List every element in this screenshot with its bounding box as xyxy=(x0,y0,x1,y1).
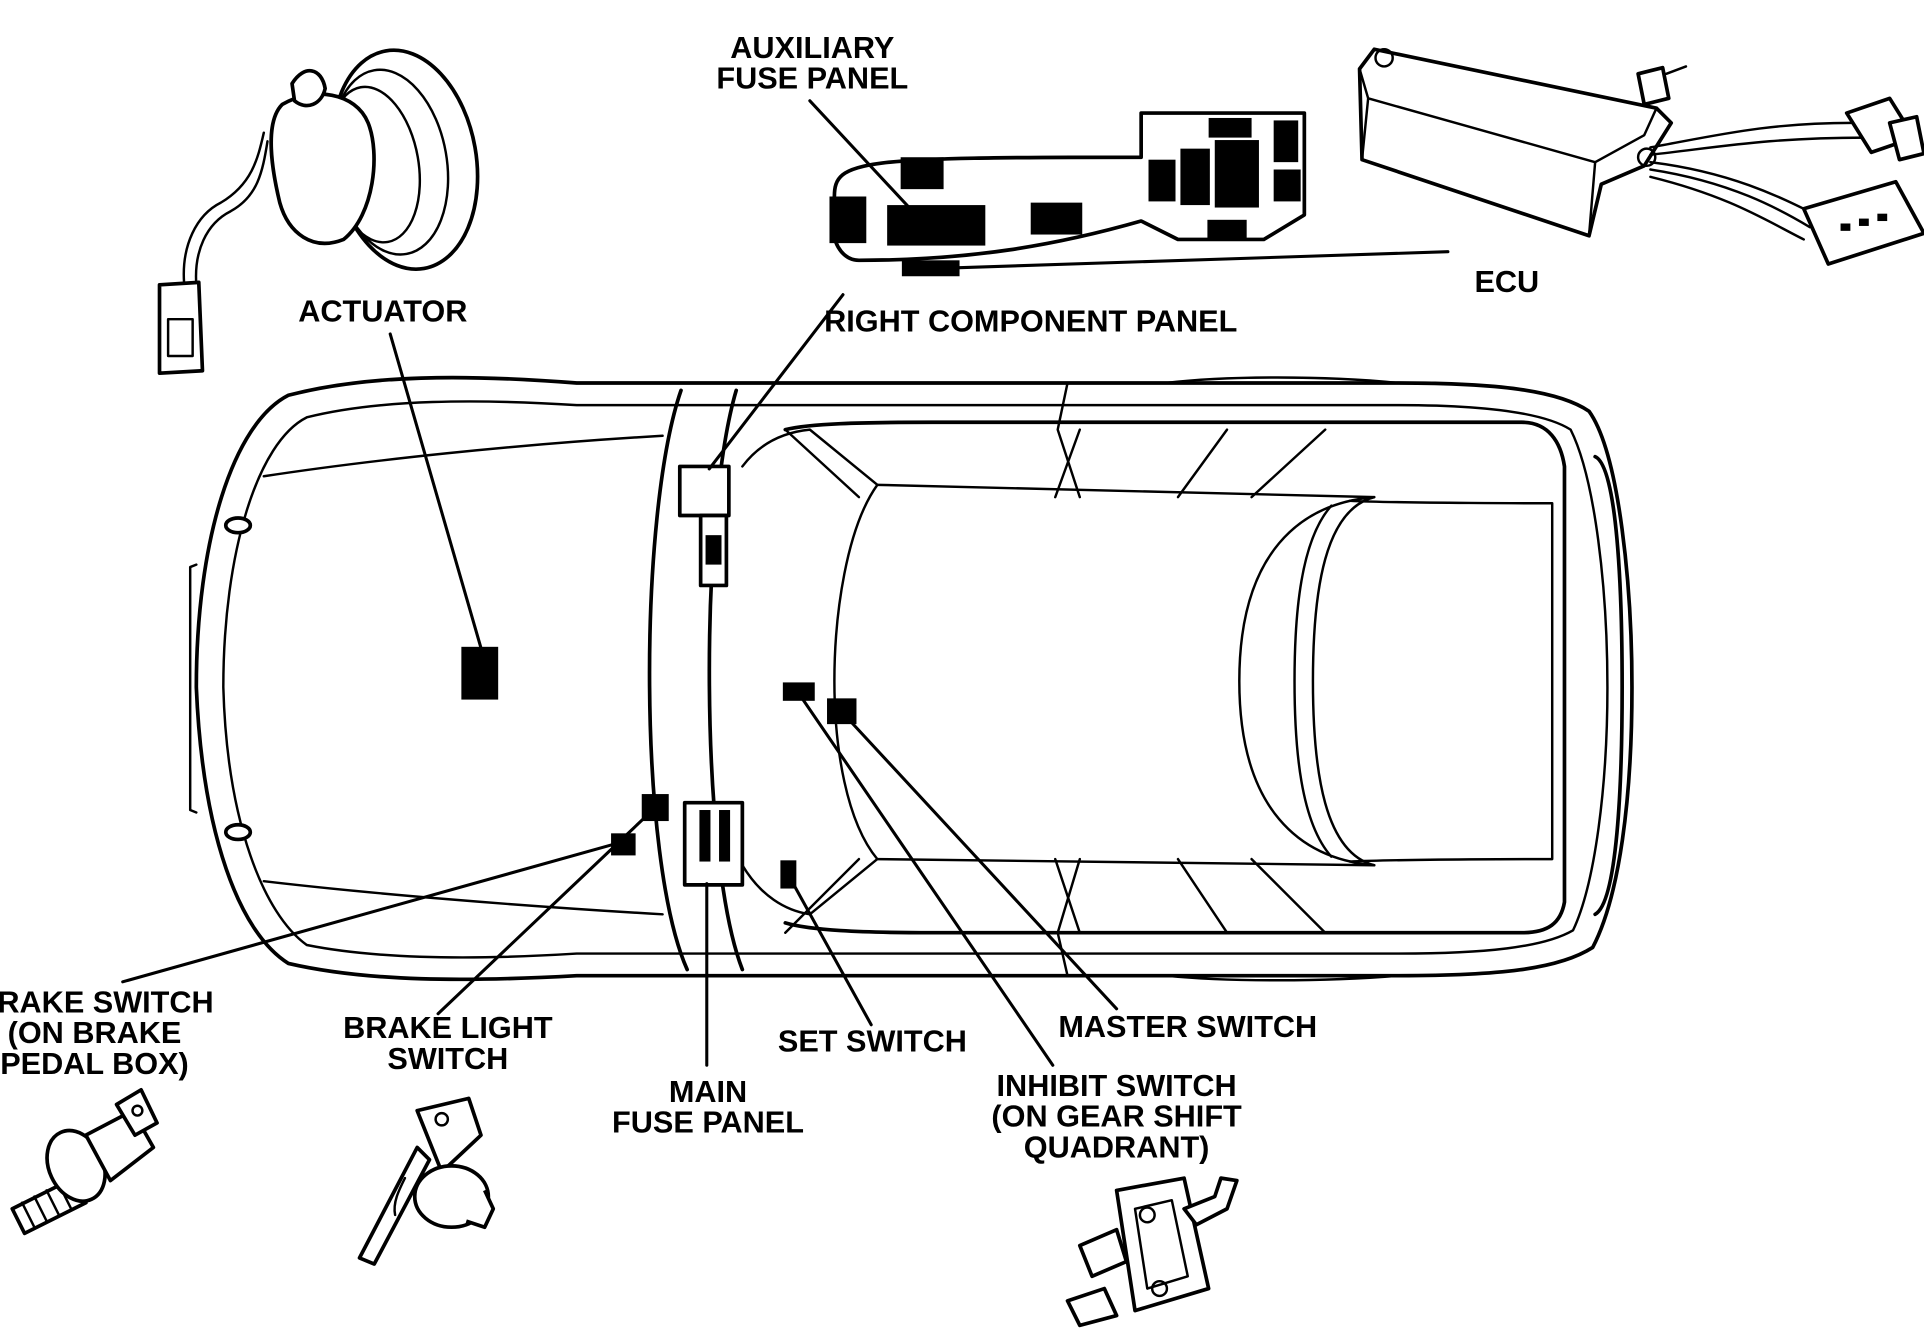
label-main-fuse-panel-line1: MAIN xyxy=(669,1075,747,1109)
component-labels: AUXILIARY FUSE PANEL ACTUATOR ECU RIGHT … xyxy=(0,31,1539,1164)
inhibit-switch-drawing xyxy=(1065,1176,1239,1328)
brake-switch-marker xyxy=(611,833,636,856)
main-fuse-block-1 xyxy=(699,810,711,862)
leader-lines xyxy=(121,99,1450,1067)
label-set-switch: SET SWITCH xyxy=(778,1025,967,1059)
label-master-switch: MASTER SWITCH xyxy=(1058,1010,1317,1044)
leader-actuator xyxy=(388,332,483,650)
label-ecu: ECU xyxy=(1474,265,1539,299)
leader-auxiliary-fuse-panel xyxy=(808,99,910,208)
label-auxiliary-fuse-panel-line2: FUSE PANEL xyxy=(716,62,908,96)
label-actuator: ACTUATOR xyxy=(298,295,467,329)
right-component-panel-marker xyxy=(677,464,731,518)
label-auxiliary-fuse-panel-line1: AUXILIARY xyxy=(730,31,894,65)
label-brake-switch-line3: PEDAL BOX) xyxy=(0,1047,189,1081)
actuator-connector xyxy=(157,280,205,376)
leader-master-switch xyxy=(840,710,1119,1011)
label-brake-light-switch-line1: BRAKE LIGHT xyxy=(343,1011,553,1045)
label-brake-switch-line2: (ON BRAKE xyxy=(8,1016,182,1050)
inhibit-switch-marker xyxy=(782,682,815,701)
leader-ecu xyxy=(958,250,1450,270)
car-body-outline xyxy=(188,375,1634,982)
right-component-panel-box xyxy=(698,513,729,588)
leader-right-component-panel xyxy=(707,293,845,471)
actuator-drawing xyxy=(157,48,480,376)
label-inhibit-switch-line3: QUADRANT) xyxy=(1024,1130,1210,1164)
auxiliary-fuse-panel-drawing xyxy=(829,111,1307,277)
label-inhibit-switch-line1: INHIBIT SWITCH xyxy=(997,1069,1237,1103)
component-markers xyxy=(461,464,857,889)
ecu-drawing xyxy=(1357,47,1924,266)
brake-light-switch-drawing xyxy=(357,1096,496,1266)
right-mirror xyxy=(223,822,253,842)
right-component-panel-block xyxy=(705,535,722,565)
left-mirror xyxy=(223,516,253,535)
leader-brake-switch xyxy=(121,840,624,984)
leader-brake-light-switch xyxy=(436,806,657,1016)
actuator-marker xyxy=(461,646,499,700)
ecu-connector-tab xyxy=(1636,65,1671,107)
label-right-component-panel: RIGHT COMPONENT PANEL xyxy=(824,304,1237,338)
label-brake-switch-line1: BRAKE SWITCH xyxy=(0,985,214,1019)
label-inhibit-switch-line2: (ON GEAR SHIFT xyxy=(991,1100,1242,1134)
label-brake-light-switch-line2: SWITCH xyxy=(387,1042,508,1076)
label-main-fuse-panel-line2: FUSE PANEL xyxy=(612,1106,804,1140)
main-fuse-block-2 xyxy=(719,810,731,862)
leader-inhibit-switch xyxy=(797,691,1055,1067)
leader-set-switch xyxy=(786,872,873,1027)
brake-switch-drawing xyxy=(10,1087,159,1236)
main-fuse-panel-marker xyxy=(682,800,745,887)
